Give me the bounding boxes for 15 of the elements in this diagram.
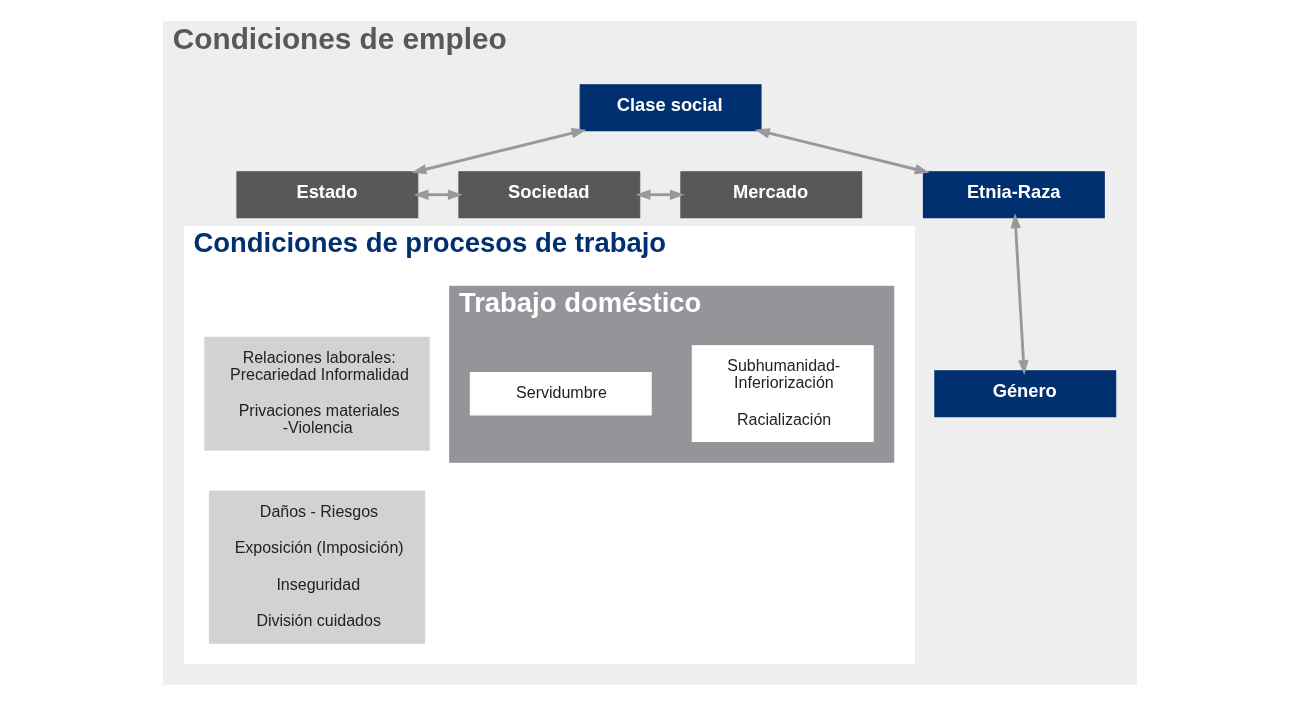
- node-box: Estado: [235, 171, 418, 219]
- node-box: Mercado: [679, 171, 862, 219]
- node-box: Subhumanidad- Inferiorización Racialización: [691, 345, 874, 443]
- arrow: [1010, 213, 1029, 375]
- arrow: [635, 189, 685, 200]
- node-box: Sociedad: [457, 171, 640, 219]
- node-box: Género: [933, 370, 1116, 418]
- arrow: [754, 128, 930, 175]
- arrow: [411, 128, 586, 175]
- node-box: Etnia-Raza: [922, 171, 1105, 219]
- node-box: Servidumbre: [469, 371, 652, 416]
- node-box: Clase social: [579, 84, 762, 132]
- node-box: Daños - Riesgos Exposición (Imposición) Inseguridad División cuidados: [208, 490, 425, 644]
- node-box: Relaciones laborales: Precariedad Informalidad Privaciones materiales -Violencia: [203, 336, 430, 451]
- arrow: [413, 189, 463, 200]
